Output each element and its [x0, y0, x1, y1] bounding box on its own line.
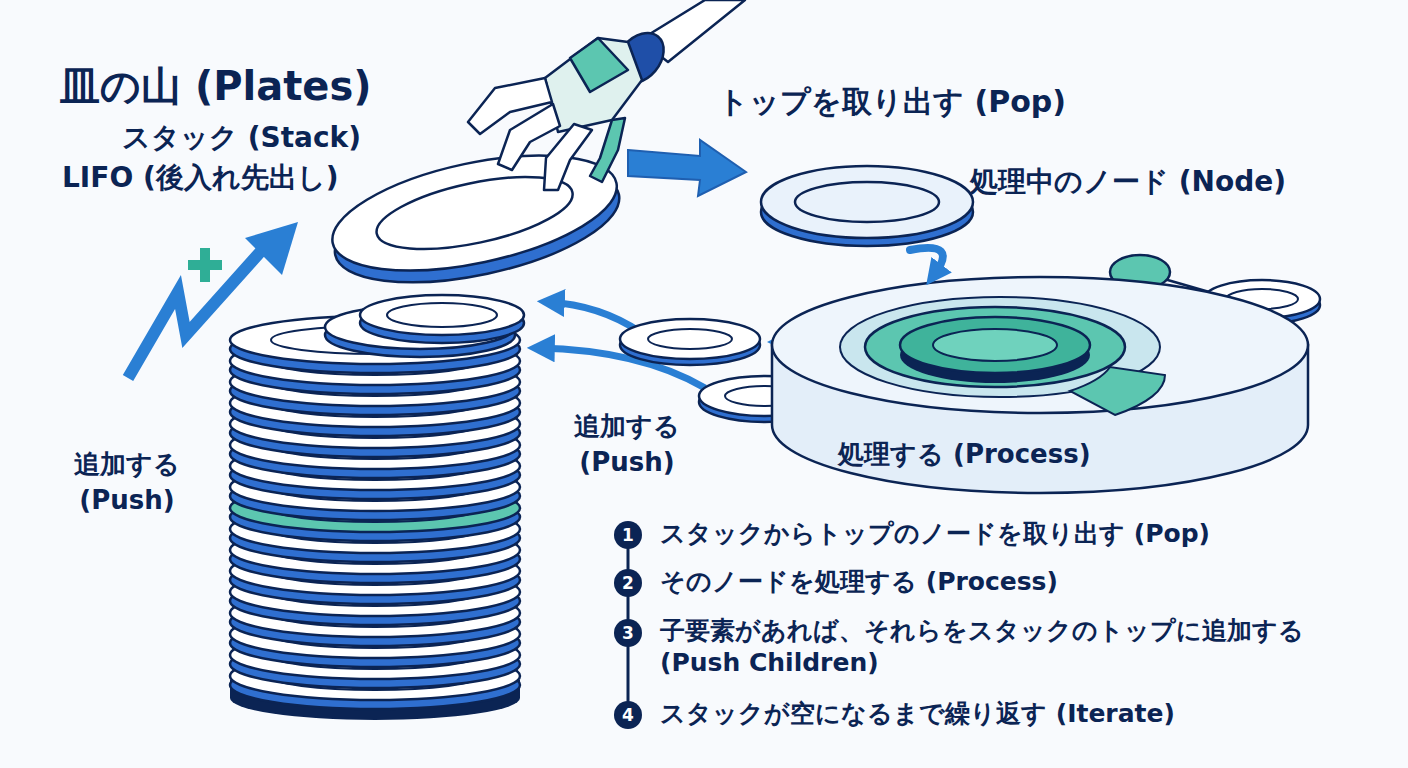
node-plate-outline — [758, 160, 976, 250]
step-connector — [627, 597, 630, 619]
step-connector — [627, 549, 630, 569]
text-label: LIFO (後入れ先出し) — [62, 160, 339, 196]
step-node: 2そのノードを処理する (Process) — [614, 569, 642, 597]
callout-number: 4 — [614, 701, 642, 729]
flow-arrow — [910, 248, 943, 275]
diagram-title: 皿の山 (Plates) — [60, 60, 372, 112]
step-node: 4スタックが空になるまで繰り返す (Iterate) — [614, 701, 642, 729]
step-text: そのノードを処理する (Process) — [660, 565, 1058, 599]
callout-number: 1 — [614, 521, 642, 549]
process-platform: 処理する (Process) — [770, 275, 1310, 497]
node-plate: 処理中のノード (Node) — [758, 160, 976, 250]
step-connector — [627, 647, 630, 701]
text-label: 追加する (Push) — [552, 408, 702, 480]
push-arrow — [128, 222, 298, 378]
text-label: 追加する (Push) — [52, 446, 202, 518]
pop-arrow — [628, 140, 746, 196]
node-label: 処理中のノード (Node) — [970, 164, 1286, 200]
callout-number: 2 — [614, 569, 642, 597]
node-label: 処理する (Process) — [838, 437, 1091, 471]
plate-stack — [230, 295, 524, 720]
held-plate — [322, 134, 629, 304]
step-node: 3子要素があれば、それらをスタックのトップに追加する (Push Childre… — [614, 619, 642, 647]
text-label: スタック (Stack) — [122, 120, 361, 156]
step-text: 子要素があれば、それらをスタックのトップに追加する (Push Children… — [660, 615, 1380, 679]
step-node: 1スタックからトップのノードを取り出す (Pop) — [614, 521, 642, 549]
text-label: トップを取り出す (Pop) — [718, 82, 1066, 121]
callout-number: 3 — [614, 619, 642, 647]
step-text: スタックからトップのノードを取り出す (Pop) — [660, 517, 1210, 551]
step-text: スタックが空になるまで繰り返す (Iterate) — [660, 697, 1175, 731]
